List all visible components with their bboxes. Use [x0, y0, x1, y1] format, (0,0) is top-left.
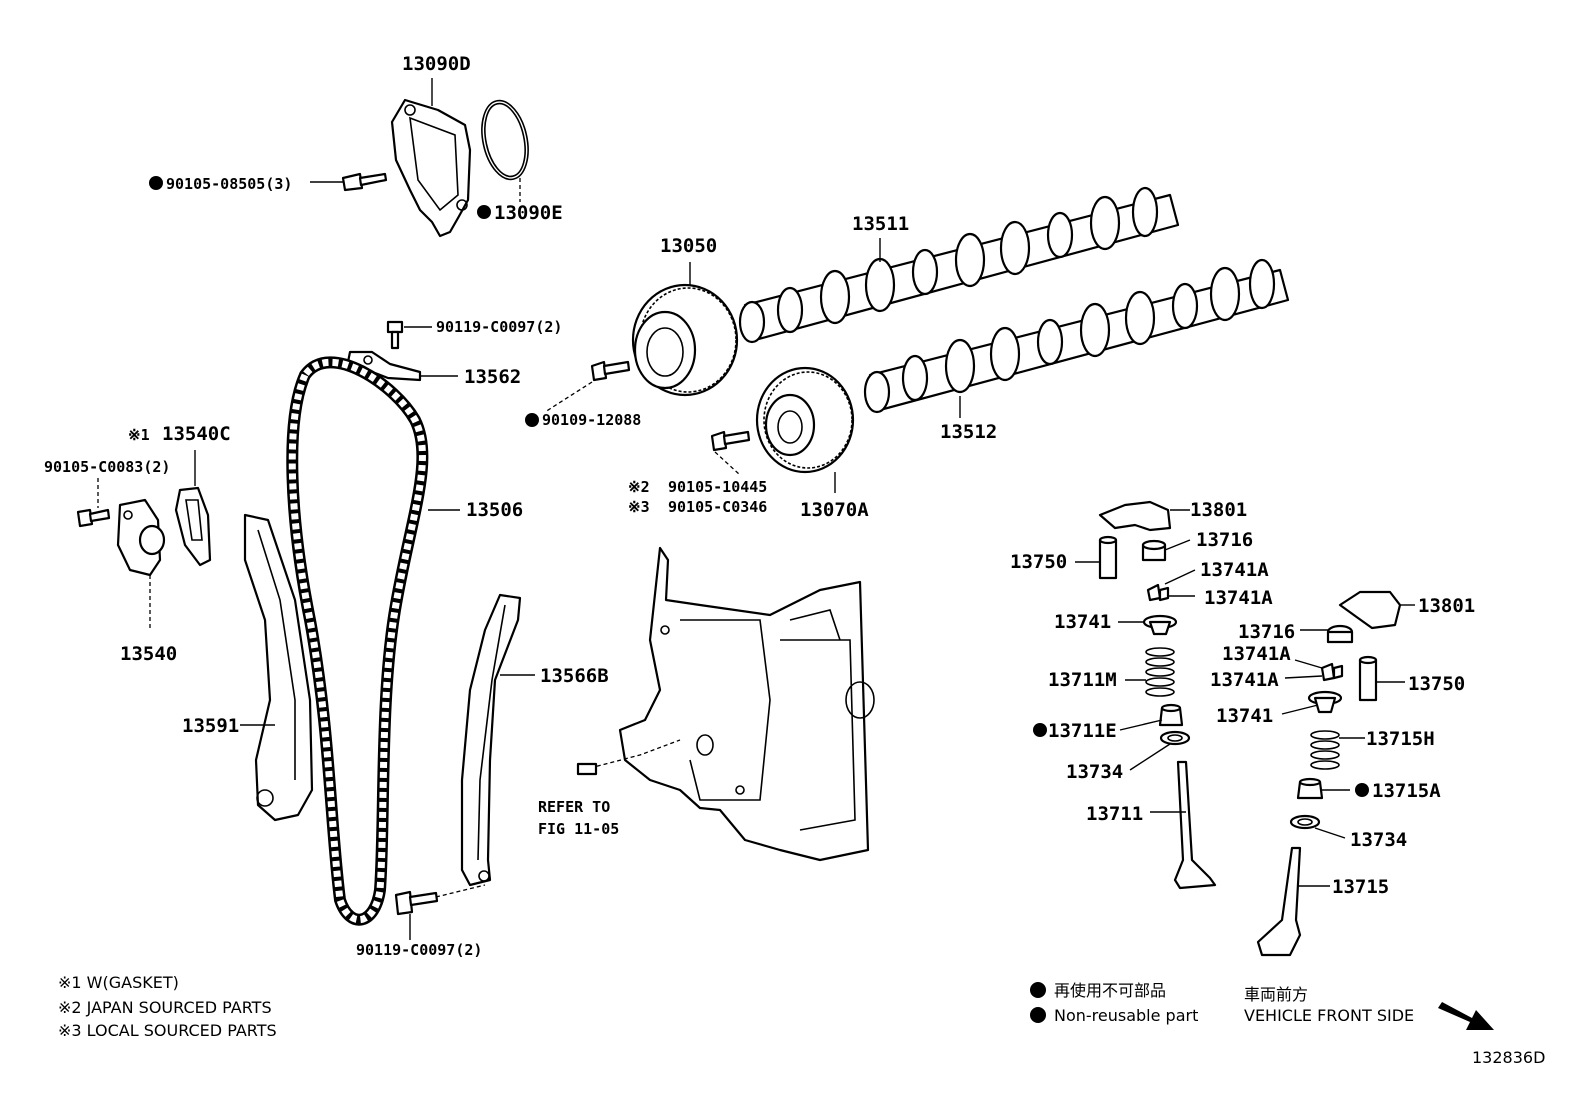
- bolt-90105-08505: [310, 172, 388, 192]
- valve-spring-13715H: [1310, 730, 1365, 770]
- label-13512: 13512: [940, 421, 997, 443]
- label-13715H: 13715H: [1366, 728, 1435, 750]
- legend-jp-front: 車両前方: [1244, 985, 1308, 1004]
- refer-line-2: FIG 11-05: [538, 820, 619, 838]
- chain-slipper-13591: [240, 513, 314, 822]
- nonreusable-marker-icon: [525, 413, 539, 427]
- legend-front: VEHICLE FRONT SIDE: [1244, 1006, 1414, 1025]
- label-13506: 13506: [466, 499, 523, 521]
- label-13741-b: 13741: [1216, 705, 1273, 727]
- label-13711: 13711: [1086, 803, 1143, 825]
- camshaft-13511: [738, 186, 1180, 344]
- bolt-90109-12088: [544, 360, 631, 413]
- label-13750-b: 13750: [1408, 673, 1465, 695]
- lash-adjuster-13750-b: [1358, 655, 1405, 702]
- label-90109-12088: 90109-12088: [542, 411, 641, 429]
- bolt-90105-C0083: [76, 478, 111, 528]
- label-13566B: 13566B: [540, 665, 609, 687]
- label-13801-b: 13801: [1418, 595, 1475, 617]
- nonreusable-marker-icon: [477, 205, 491, 219]
- arrow-down-right-icon: [1438, 1002, 1494, 1030]
- label-13741A-b2: 13741A: [1210, 669, 1279, 691]
- valve-seal-13715A: [1296, 777, 1350, 800]
- label-13750-a: 13750: [1010, 551, 1067, 573]
- cam-phaser-13050: [631, 262, 739, 397]
- legend-nonreusable: Non-reusable part: [1054, 1006, 1198, 1025]
- label-13734-a: 13734: [1066, 761, 1123, 783]
- valve-keeper-13741A-a: [1146, 569, 1196, 602]
- nonreusable-marker-icon: [149, 176, 163, 190]
- mark-90105-10445: ※2: [628, 478, 650, 496]
- label-13715: 13715: [1332, 876, 1389, 898]
- label-13591: 13591: [182, 715, 239, 737]
- cam-sprocket-13070A: [755, 366, 855, 493]
- spring-retainer-13741-a: [1118, 614, 1178, 636]
- chain-guide-13566B: [460, 593, 535, 887]
- washer-13734-a: [1129, 730, 1191, 771]
- legend-jp-nonreusable: 再使用不可部品: [1054, 981, 1166, 1000]
- label-13741A-a1: 13741A: [1200, 559, 1269, 581]
- valve-13711: [1150, 760, 1217, 890]
- footnote-3: ※3 LOCAL SOURCED PARTS: [58, 1021, 277, 1040]
- timing-cover-13090D: [390, 98, 472, 238]
- label-13741A-b1: 13741A: [1222, 643, 1291, 665]
- label-13562: 13562: [464, 366, 521, 388]
- label-13801-a: 13801: [1190, 499, 1247, 521]
- valve-13715: [1256, 846, 1330, 957]
- label-90105-C0346: 90105-C0346: [668, 498, 767, 516]
- spring-retainer-13741-b: [1281, 690, 1343, 715]
- bolt-90119-top: [386, 320, 432, 350]
- cap-13716-b: [1300, 624, 1354, 644]
- label-13715A: 13715A: [1372, 780, 1441, 802]
- tensioner-13540: [116, 498, 166, 630]
- label-13540C: 13540C: [162, 423, 231, 445]
- valve-seal-13711E: [1119, 703, 1184, 731]
- bolt-90105-10445: [710, 430, 751, 476]
- label-13741-a: 13741: [1054, 611, 1111, 633]
- legend-dot-icon: [1030, 1007, 1046, 1023]
- cap-13716-a: [1141, 539, 1191, 562]
- refer-line-1: REFER TO: [538, 798, 610, 816]
- mark-90105-C0346: ※3: [628, 498, 650, 516]
- timing-chain-13506: [286, 356, 460, 926]
- footnote-2: ※2 JAPAN SOURCED PARTS: [58, 998, 272, 1017]
- camshaft-13512: [863, 258, 1290, 418]
- nonreusable-marker-icon: [1355, 783, 1369, 797]
- footnote-1: ※1 W(GASKET): [58, 973, 179, 992]
- label-13070A: 13070A: [800, 499, 869, 521]
- label-13090D: 13090D: [402, 53, 471, 75]
- label-90105-C0083: 90105-C0083(2): [44, 458, 170, 476]
- bolt-90119-bottom: [394, 884, 486, 940]
- rocker-arm-13801-a: [1098, 500, 1190, 532]
- label-13050: 13050: [660, 235, 717, 257]
- label-90119-top: 90119-C0097(2): [436, 318, 562, 336]
- label-13716-a: 13716: [1196, 529, 1253, 551]
- legend-dot-icon: [1030, 982, 1046, 998]
- rocker-arm-13801-b: [1338, 590, 1415, 630]
- label-90105-10445: 90105-10445: [668, 478, 767, 496]
- figure-id: 132836D: [1472, 1048, 1545, 1067]
- mark-13540C: ※1: [128, 426, 150, 444]
- label-13711M: 13711M: [1048, 669, 1117, 691]
- valve-keeper-13741A-b: [1284, 659, 1344, 682]
- label-90105-08505: 90105-08505(3): [166, 175, 292, 193]
- label-13711E: 13711E: [1048, 720, 1117, 742]
- label-13716-b: 13716: [1238, 621, 1295, 643]
- engine-block-outline: [576, 546, 875, 862]
- gasket-13540C: [174, 450, 212, 567]
- nonreusable-marker-icon: [1033, 723, 1047, 737]
- washer-13734-b: [1289, 814, 1346, 839]
- lash-adjuster-13750-a: [1075, 535, 1118, 580]
- label-13741A-a2: 13741A: [1204, 587, 1273, 609]
- label-90119-bottom: 90119-C0097(2): [356, 941, 482, 959]
- label-13540: 13540: [120, 643, 177, 665]
- o-ring-13090E: [481, 99, 529, 202]
- label-13090E: 13090E: [494, 202, 563, 224]
- label-13734-b: 13734: [1350, 829, 1407, 851]
- valve-spring-13711M: [1125, 647, 1175, 697]
- label-13511: 13511: [852, 213, 909, 235]
